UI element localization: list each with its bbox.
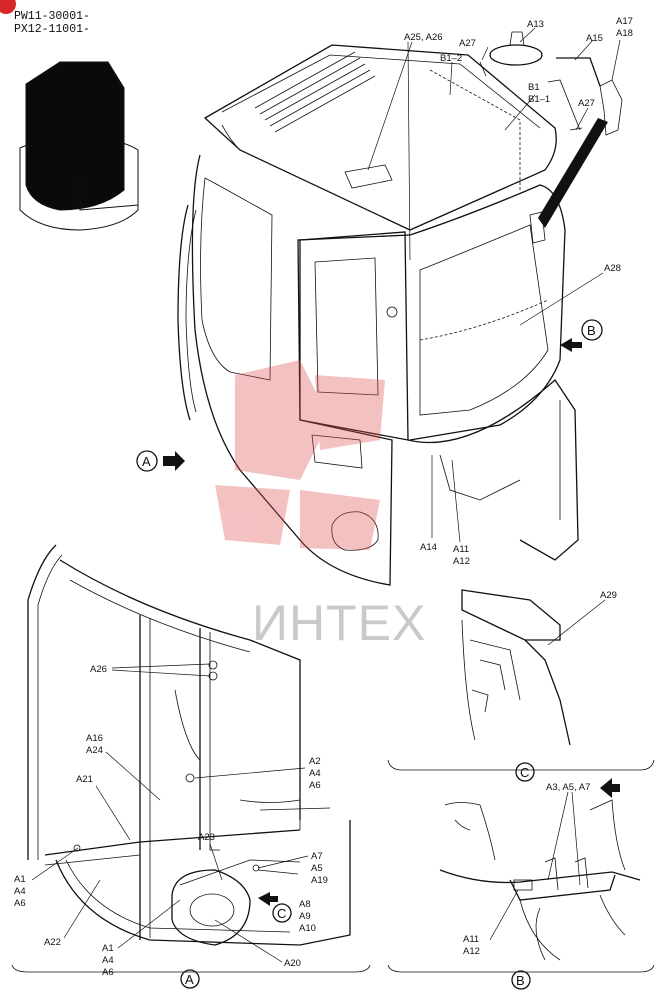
label-a13: A13 (527, 19, 544, 30)
label-a21: A21 (76, 774, 93, 785)
label-a1-bottom: A1 (102, 943, 114, 954)
label-b1: B1 (528, 82, 540, 93)
detail-b-drawing (439, 799, 641, 961)
label-a6-bottom: A6 (102, 967, 114, 978)
watermark-text: ИНТЕХ (252, 595, 426, 651)
leader-lines-a (31, 663, 309, 963)
label-a16: A16 (86, 733, 103, 744)
view-b-letter-main: B (587, 323, 596, 338)
label-a6-left: A6 (14, 898, 26, 909)
label-a26: A26 (90, 664, 107, 675)
label-a2: A2 (309, 756, 321, 767)
label-a5: A5 (311, 863, 323, 874)
label-a12-top: A12 (453, 556, 470, 567)
label-a3-a5-a7: A3, A5, A7 (546, 782, 590, 793)
corner-badge (0, 0, 16, 14)
label-a18: A18 (616, 28, 633, 39)
label-a1-left: A1 (14, 874, 26, 885)
label-a24: A24 (86, 745, 103, 756)
view-marker-a-main: A (136, 450, 185, 472)
model-code-2: PX12-11001- (14, 23, 90, 36)
label-a7: A7 (311, 851, 323, 862)
leader-lines-c (547, 599, 606, 646)
label-a4-1: A4 (309, 768, 321, 779)
label-a9: A9 (299, 911, 311, 922)
label-a25-a26: A25, A26 (404, 32, 443, 43)
view-b-letter-caption: B (516, 973, 525, 988)
label-a29: A29 (600, 590, 617, 601)
label-b1-1: B1–1 (528, 94, 550, 105)
detail-a-caption: A (11, 964, 371, 989)
label-a22: A22 (44, 937, 61, 948)
label-a20: A20 (284, 958, 301, 969)
detail-c-drawing (461, 589, 571, 746)
view-a-letter-main: A (142, 454, 151, 469)
view-marker-c-detail-a: C (258, 892, 292, 923)
label-a28: A28 (604, 263, 621, 274)
label-b1-2: B1–2 (440, 53, 462, 64)
label-a19: A19 (311, 875, 328, 886)
model-code-1: PW11-30001- (14, 10, 90, 23)
cab-thumbnail-icon (19, 61, 139, 231)
detail-a-drawing (27, 544, 351, 946)
label-a17: A17 (616, 16, 633, 27)
cab-main-drawing (177, 31, 623, 586)
leader-lines-main (367, 27, 621, 543)
label-a27-top: A27 (459, 38, 476, 49)
label-a10: A10 (299, 923, 316, 934)
label-a12-bottom: A12 (463, 946, 480, 957)
view-marker-b-main: B (560, 319, 603, 352)
roof-vents (254, 51, 376, 133)
label-a4-bottom: A4 (102, 955, 114, 966)
label-a27-right: A27 (578, 98, 595, 109)
view-c-letter-detail-a: C (277, 906, 286, 921)
label-a15: A15 (586, 33, 603, 44)
detail-c-caption: C (387, 759, 655, 782)
label-a14: A14 (420, 542, 437, 553)
watermark-logo (215, 360, 385, 550)
leader-lines-b (489, 791, 581, 941)
part-labels: A25, A26 A27 A13 A17 A18 A15 B1–2 B1 B1–… (14, 16, 633, 978)
label-a11-bottom: A11 (463, 934, 479, 945)
label-a23: A23 (198, 832, 215, 843)
label-a8: A8 (299, 899, 311, 910)
view-a-letter-caption: A (185, 972, 194, 987)
view-arrow-detail-b (600, 778, 620, 798)
detail-b-caption: B (387, 964, 655, 990)
view-c-letter-caption: C (520, 765, 529, 780)
label-a11-top: A11 (453, 544, 469, 555)
label-a6-1: A6 (309, 780, 321, 791)
label-a4-left: A4 (14, 886, 26, 897)
